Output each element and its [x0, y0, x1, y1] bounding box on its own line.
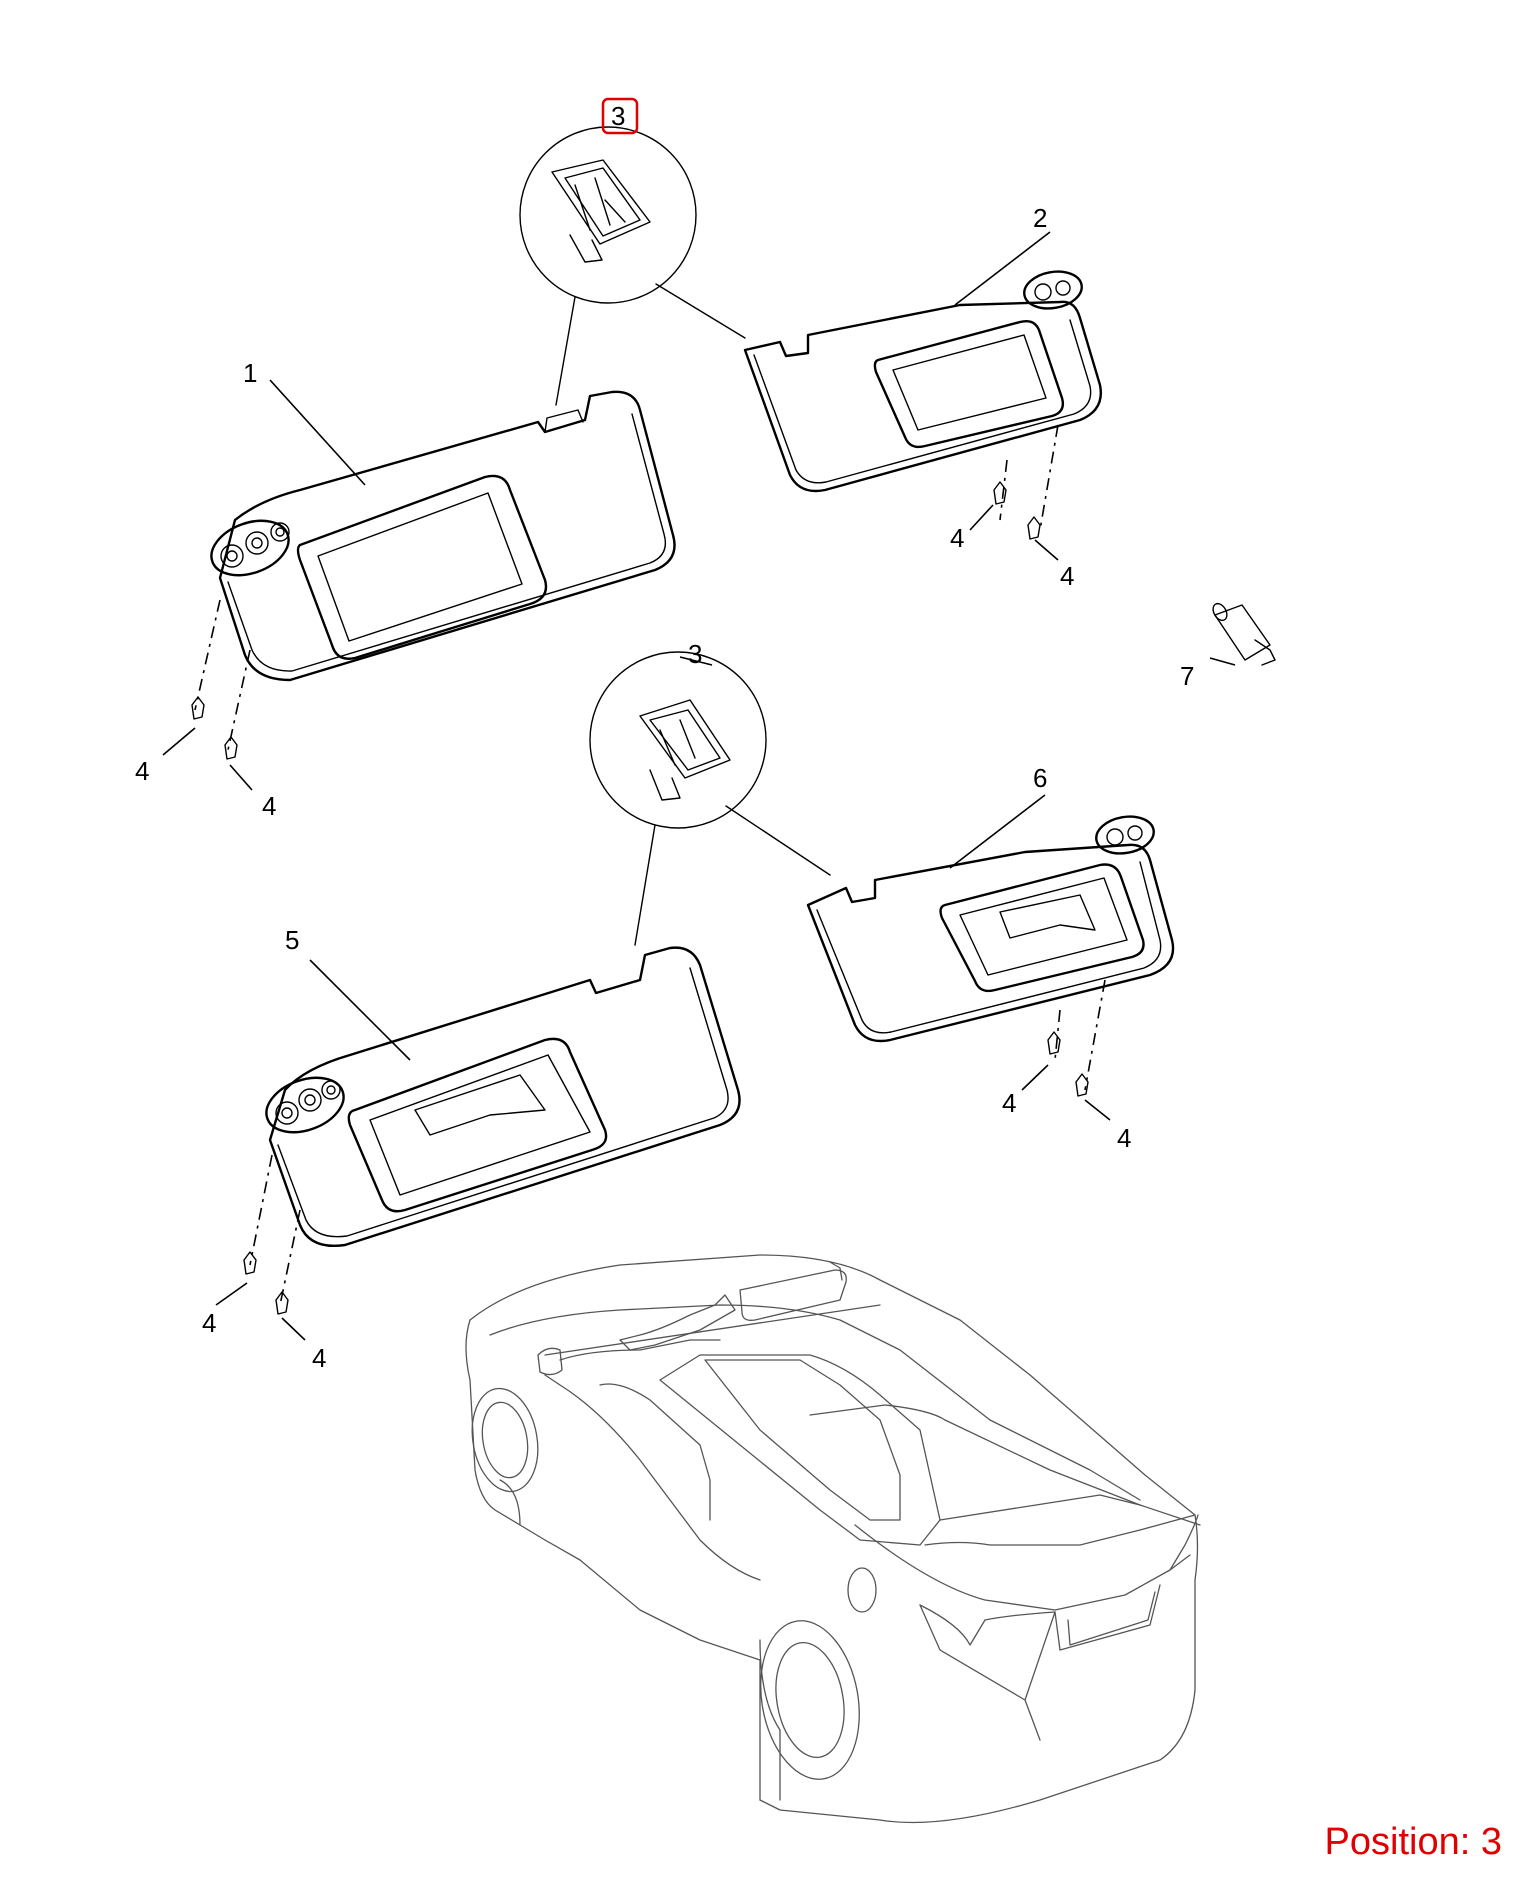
clip-4e[interactable]	[243, 1251, 257, 1275]
callout-4[interactable]: 4	[262, 791, 276, 821]
detail-circle-part-3-highlighted[interactable]	[519, 126, 746, 406]
sun-visor-part-1[interactable]	[204, 390, 676, 682]
callout-4[interactable]: 4	[1060, 561, 1074, 591]
clip-4g[interactable]	[1047, 1031, 1061, 1055]
callout-1[interactable]: 1	[243, 358, 257, 388]
callout-2[interactable]: 2	[1033, 203, 1047, 233]
clip-4a[interactable]	[191, 696, 205, 720]
position-label: Position: 3	[1324, 1821, 1502, 1863]
vehicle-outline	[465, 1254, 1201, 1824]
callout-4[interactable]: 4	[1117, 1123, 1131, 1153]
clip-4c[interactable]	[993, 481, 1007, 505]
callout-6[interactable]: 6	[1033, 763, 1047, 793]
callout-4[interactable]: 4	[950, 523, 964, 553]
sun-visor-part-5[interactable]	[259, 946, 741, 1247]
detail-circle-part-3[interactable]	[589, 651, 831, 946]
callout-3-highlight-box	[601, 97, 639, 135]
callout-7[interactable]: 7	[1180, 661, 1194, 691]
callout-3-highlighted[interactable]: 3	[611, 101, 625, 131]
callout-4[interactable]: 4	[202, 1308, 216, 1338]
bulb-part-7[interactable]	[1210, 601, 1276, 666]
clip-4f[interactable]	[275, 1291, 289, 1315]
clip-4b[interactable]	[224, 736, 238, 760]
callout-5[interactable]: 5	[285, 925, 299, 955]
callout-4[interactable]: 4	[1002, 1088, 1016, 1118]
clip-4d[interactable]	[1027, 516, 1041, 540]
sun-visor-part-6[interactable]	[806, 812, 1175, 1043]
clip-4h[interactable]	[1075, 1073, 1089, 1097]
callout-4[interactable]: 4	[312, 1343, 326, 1373]
callout-3[interactable]: 3	[688, 639, 702, 669]
sun-visor-part-2[interactable]	[743, 267, 1102, 493]
callout-4[interactable]: 4	[135, 756, 149, 786]
